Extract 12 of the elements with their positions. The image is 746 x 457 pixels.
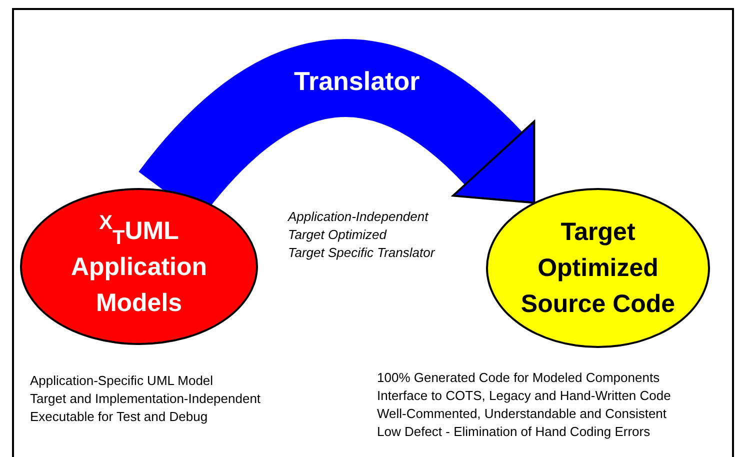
- note-text: Target Specific Translator: [288, 244, 435, 262]
- note-text: Executable for Test and Debug: [30, 408, 209, 426]
- node-title: Target Optimized Source Code: [520, 217, 676, 320]
- note-text: 100% Generated Code for Modeled Components: [377, 369, 661, 387]
- note-text: Low Defect - Elimination of Hand Coding Errors: [377, 423, 652, 441]
- note-text: Application-Specific UML Model: [30, 372, 214, 390]
- note-text: Interface to COTS, Legacy and Hand-Written Code: [377, 387, 671, 405]
- note-text: Application-Independent: [288, 208, 430, 226]
- note-text: Well-Commented, Understandable and Consistent: [377, 405, 668, 423]
- note-text: Target Optimized: [288, 226, 388, 244]
- edge-label: Translator: [294, 68, 420, 94]
- note-text: Target and Implementation-Independent: [30, 390, 261, 408]
